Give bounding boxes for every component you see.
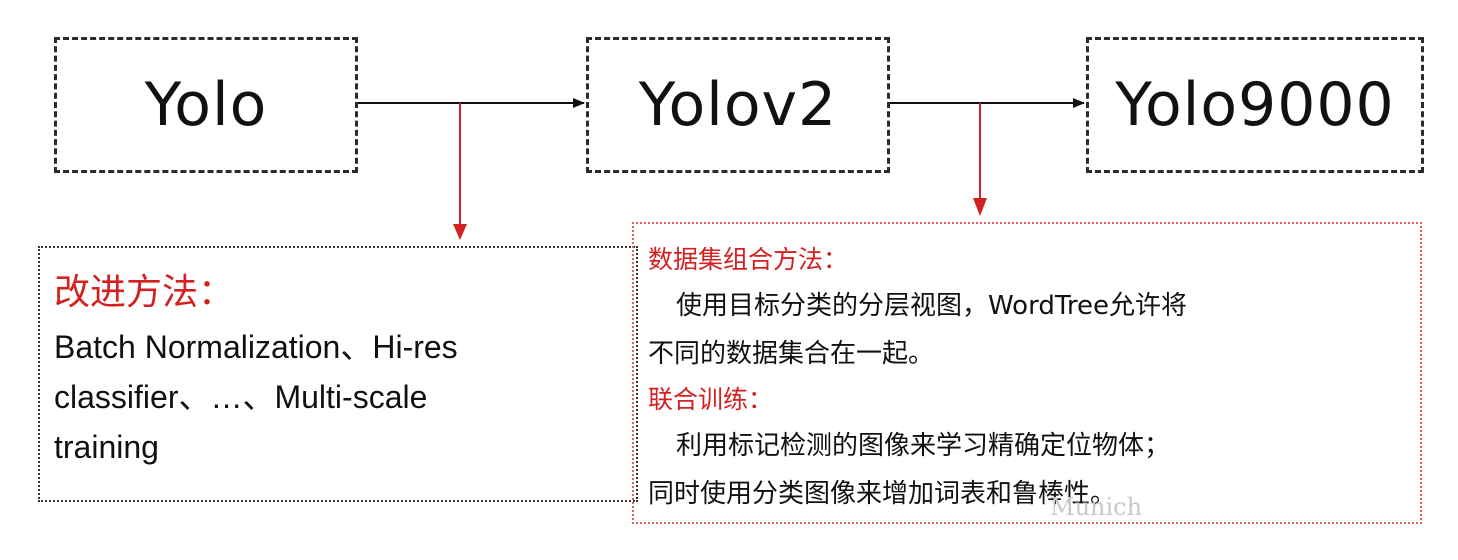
joint-training-line: 利用标记检测的图像来学习精确定位物体；: [676, 431, 1171, 461]
improvements-panel: 改进方法： Batch Normalization、Hi-res classif…: [38, 246, 638, 502]
node-yolo9000: Yolo9000: [1086, 37, 1424, 173]
joint-training-heading: 联合训练：: [648, 385, 774, 414]
node-yolov2: Yolov2: [586, 37, 890, 173]
improvements-heading: 改进方法：: [54, 272, 235, 313]
dataset-combination-heading: 数据集组合方法：: [648, 245, 849, 274]
improvements-line: classifier、…、Multi-scale: [54, 379, 428, 415]
dataset-combination-line: 使用目标分类的分层视图，WordTree允许将: [676, 291, 1187, 321]
yolo9000-methods-panel: 数据集组合方法： 使用目标分类的分层视图，WordTree允许将 不同的数据集合…: [632, 222, 1422, 524]
arrowhead-dataset-panel: [973, 198, 987, 216]
improvements-line: training: [54, 429, 159, 465]
improvements-line: Batch Normalization、Hi-res: [54, 329, 458, 365]
watermark: Munich: [1050, 493, 1143, 521]
improvements-text: Batch Normalization、Hi-res classifier、…、…: [54, 322, 624, 472]
node-yolo: Yolo: [54, 37, 358, 173]
dataset-combination-line: 不同的数据集合在一起。: [648, 339, 935, 369]
arrowhead-improvements: [453, 224, 467, 240]
joint-training-line: 同时使用分类图像来增加词表和鲁棒性。: [648, 479, 1117, 509]
